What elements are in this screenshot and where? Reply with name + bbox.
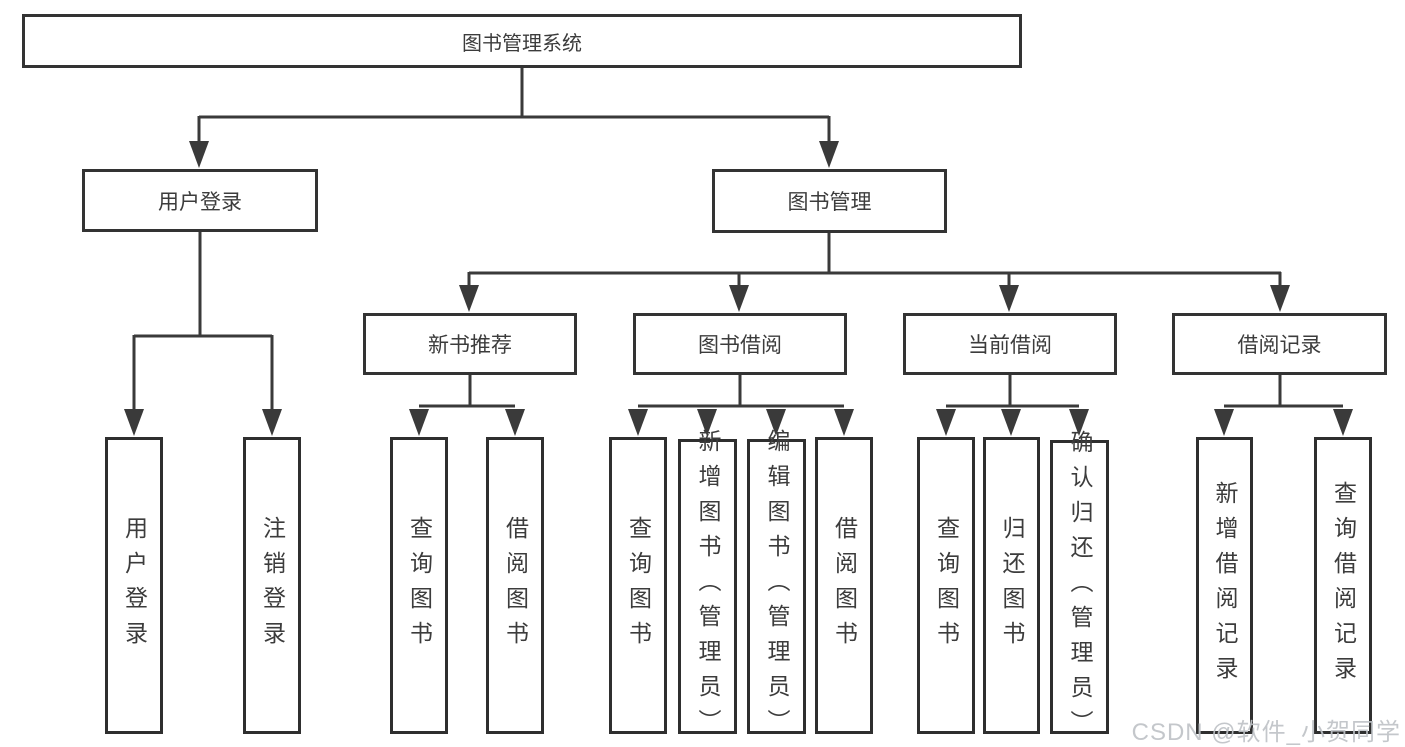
leaf-confirm-return-admin-label: 确认归还（管理员） (1067, 429, 1093, 745)
node-new-book-recommendation-label: 新书推荐 (428, 334, 512, 357)
node-library-system: 图书管理系统 (22, 14, 1022, 68)
node-new-book-recommendation: 新书推荐 (363, 313, 577, 375)
node-book-management-label: 图书管理 (787, 191, 872, 214)
leaf-user-login-label: 用户登录 (121, 515, 148, 656)
leaf-return-books-label: 归还图书 (999, 515, 1025, 656)
leaf-add-book-admin-label: 新增图书（管理员） (695, 429, 721, 744)
node-book-borrowing-label: 图书借阅 (698, 334, 782, 357)
leaf-query-borrow-record-label: 查询借阅记录 (1330, 480, 1357, 691)
node-user-login-label: 用户登录 (158, 190, 242, 214)
node-current-borrowing-label: 当前借阅 (968, 334, 1052, 357)
leaf-borrow-books-borrowing: 借阅图书 (815, 437, 873, 734)
leaf-borrow-books-recommend: 借阅图书 (486, 437, 544, 734)
node-borrowing-records: 借阅记录 (1172, 313, 1387, 375)
leaf-query-books-recommend: 查询图书 (390, 437, 448, 734)
leaf-query-books-borrowing-label: 查询图书 (625, 515, 652, 656)
node-current-borrowing: 当前借阅 (903, 313, 1117, 375)
node-borrowing-records-label: 借阅记录 (1237, 334, 1322, 357)
leaf-logout: 注销登录 (243, 437, 301, 734)
node-book-borrowing: 图书借阅 (633, 313, 847, 375)
leaf-add-borrow-record: 新增借阅记录 (1196, 437, 1253, 734)
leaf-query-books-current: 查询图书 (917, 437, 975, 734)
watermark-text: CSDN @软件_小贺同学 (1131, 719, 1401, 746)
leaf-add-book-admin: 新增图书（管理员） (678, 429, 737, 744)
connector-arrowheads (124, 141, 1353, 436)
leaf-query-books-borrowing: 查询图书 (609, 437, 667, 734)
leaf-query-borrow-record: 查询借阅记录 (1314, 437, 1372, 734)
leaf-borrow-books-recommend-label: 借阅图书 (502, 515, 529, 656)
node-user-login: 用户登录 (82, 169, 318, 232)
leaf-borrow-books-borrowing-label: 借阅图书 (831, 515, 858, 656)
leaf-query-books-recommend-label: 查询图书 (406, 515, 433, 656)
leaf-edit-book-admin-label: 编辑图书（管理员） (764, 429, 790, 744)
node-book-management: 图书管理 (712, 169, 947, 233)
leaf-add-borrow-record-label: 新增借阅记录 (1212, 480, 1238, 691)
leaf-edit-book-admin: 编辑图书（管理员） (747, 429, 806, 744)
node-library-system-label: 图书管理系统 (462, 32, 582, 55)
leaf-user-login: 用户登录 (105, 437, 163, 734)
leaf-logout-label: 注销登录 (259, 515, 286, 656)
leaf-return-books: 归还图书 (983, 437, 1040, 734)
leaf-query-books-current-label: 查询图书 (933, 515, 960, 656)
connector-strokes (132, 67, 1343, 412)
leaf-confirm-return-admin: 确认归还（管理员） (1050, 430, 1109, 745)
